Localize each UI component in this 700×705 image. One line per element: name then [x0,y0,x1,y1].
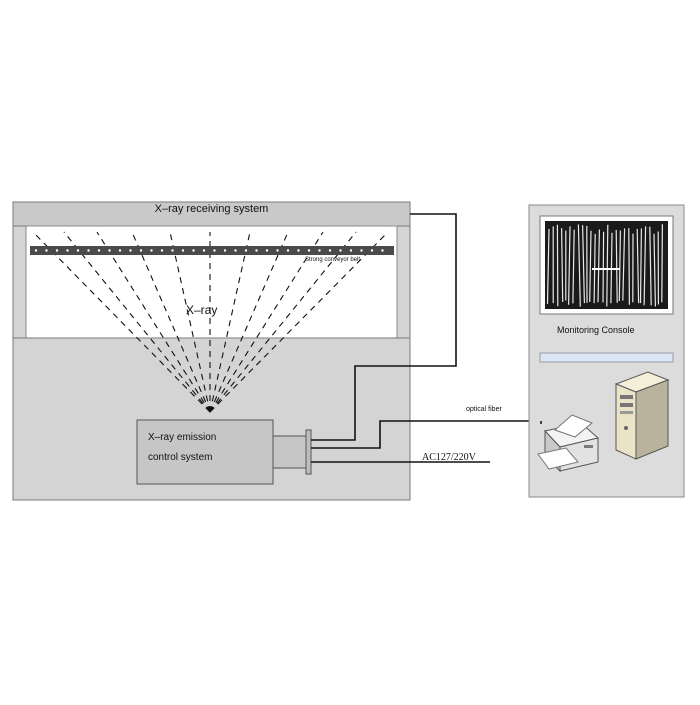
scan-line [603,232,604,303]
belt-perforation [255,249,257,251]
monitoring-console-label: Monitoring Console [557,325,635,335]
belt-perforation [350,249,352,251]
belt-perforation [234,249,236,251]
optical-fiber-label: optical fiber [466,406,502,413]
belt-perforation [35,249,37,251]
belt-perforation [381,249,383,251]
scan-line [662,224,663,302]
belt-perforation [171,249,173,251]
scan-line [629,228,630,305]
belt-perforation [108,249,110,251]
emission-label-line-2: control system [148,452,212,463]
belt-perforation [329,249,331,251]
belt-perforation [339,249,341,251]
belt-perforation [297,249,299,251]
belt-perforation [150,249,152,251]
inspection-tunnel [26,226,397,338]
belt-perforation [224,249,226,251]
belt-perforation [308,249,310,251]
belt-perforation [129,249,131,251]
conveyor-belt-label: Strong conveyor belt [305,257,360,263]
belt-perforation [203,249,205,251]
belt-perforation [66,249,68,251]
belt-perforation [318,249,320,251]
belt-perforation [98,249,100,251]
belt-perforation [360,249,362,251]
belt-perforation [161,249,163,251]
belt-perforation [245,249,247,251]
power-supply-label: AC127/220V [422,452,476,463]
emission-label-line-1: X–ray emission [148,432,216,443]
belt-perforation [287,249,289,251]
belt-perforation [56,249,58,251]
belt-perforation [45,249,47,251]
console-status-bar [540,353,673,362]
belt-perforation [213,249,215,251]
belt-perforation [119,249,121,251]
belt-perforation [77,249,79,251]
belt-perforation [266,249,268,251]
xray-label: X–ray [186,303,217,317]
belt-perforation [87,249,89,251]
receiving-system-label: X–ray receiving system [13,203,410,215]
belt-perforation [276,249,278,251]
belt-perforation [182,249,184,251]
belt-perforation [140,249,142,251]
belt-perforation [371,249,373,251]
server-tower-icon [616,372,668,459]
belt-perforation [192,249,194,251]
connector-icon [273,430,311,474]
